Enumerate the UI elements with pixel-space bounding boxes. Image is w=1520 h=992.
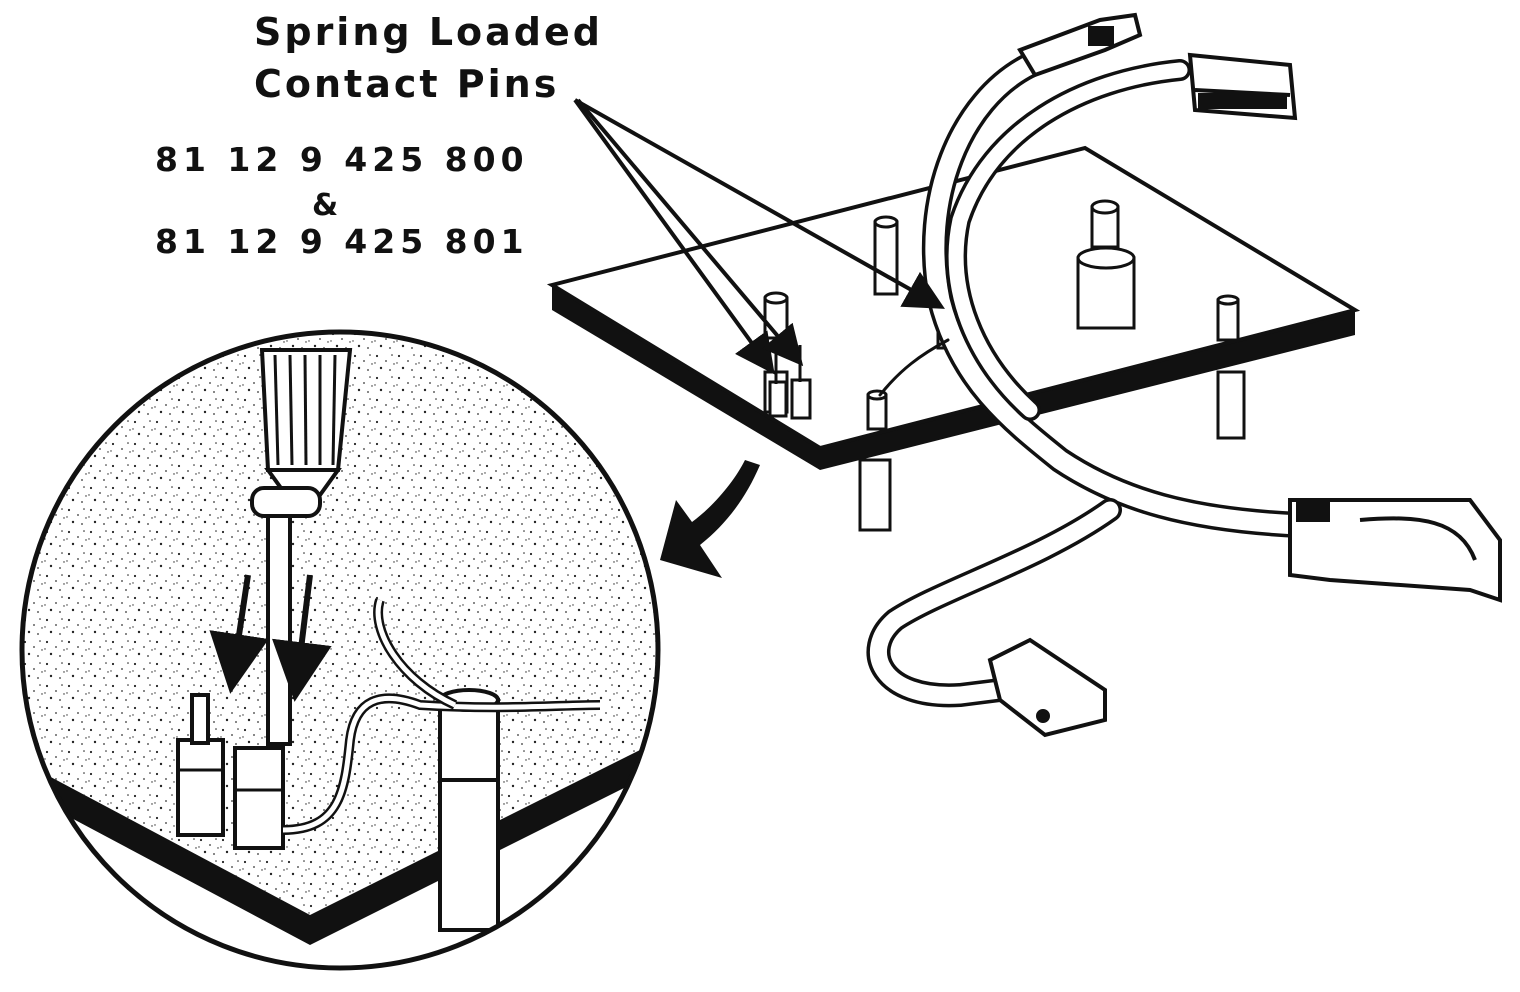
callout-title-line1: Spring Loaded <box>254 10 603 54</box>
part-number-separator: & <box>312 188 339 223</box>
connectors <box>987 12 1502 738</box>
part-number-800: 81 12 9 425 800 <box>155 140 529 179</box>
part-number-801: 81 12 9 425 801 <box>155 222 529 261</box>
detail-pointer-arrow <box>660 460 760 578</box>
detail-view <box>19 329 661 971</box>
cable-harness <box>866 52 1313 708</box>
leader-arrows <box>573 98 945 375</box>
callout-title-line2: Contact Pins <box>254 62 560 106</box>
